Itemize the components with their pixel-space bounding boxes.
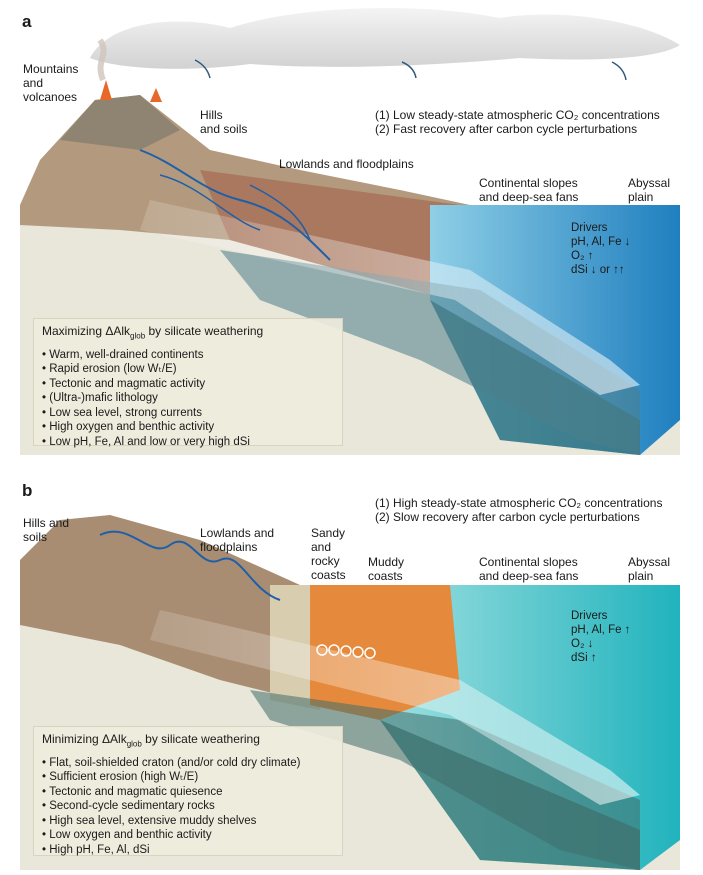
list-item: Second-cycle sedimentary rocks: [42, 799, 334, 814]
label-hills-b: Hills and soils: [23, 516, 70, 544]
list-item: Sufficient erosion (high Wₜ/E): [42, 770, 334, 785]
cloud-shape: [90, 7, 680, 69]
info-box-a-list: Warm, well-drained continents Rapid eros…: [42, 348, 334, 450]
info-box-a: Maximizing ΔAlkglob by silicate weatheri…: [33, 318, 343, 448]
list-item: Low oxygen and benthic activity: [42, 828, 334, 843]
info-box-a-title: Maximizing ΔAlkglob by silicate weatheri…: [42, 324, 264, 341]
label-sandy: Sandy and rocky coasts: [311, 526, 346, 582]
label-abyssal-a: Abyssal plain: [628, 176, 671, 204]
drivers-a: Drivers pH, Al, Fe ↓ O₂ ↑ dSi ↓ or ↑↑: [571, 222, 631, 276]
panel-b-letter: b: [22, 481, 33, 500]
flow-arrow-a: [140, 200, 640, 395]
drivers-b: Drivers pH, Al, Fe ↑ O₂ ↓ dSi ↑: [571, 610, 631, 664]
list-item: Rapid erosion (low Wₜ/E): [42, 362, 334, 377]
list-item: Low sea level, strong currents: [42, 406, 334, 421]
list-item: Low pH, Fe, Al and low or very high dSi: [42, 435, 334, 450]
mixing-loops: [316, 644, 376, 659]
label-lowlands-a: Lowlands and floodplains: [279, 157, 414, 171]
list-item: Flat, soil-shielded craton (and/or cold …: [42, 756, 334, 771]
label-mountains: Mountains and volcanoes: [23, 62, 79, 104]
list-item: Tectonic and magmatic activity: [42, 377, 334, 392]
label-abyssal-b: Abyssal plain: [628, 555, 671, 583]
panel-a-letter: a: [22, 12, 32, 31]
info-box-b-title: Minimizing ΔAlkglob by silicate weatheri…: [42, 732, 260, 749]
list-item: High sea level, extensive muddy shelves: [42, 814, 334, 829]
list-item: Tectonic and magmatic quiesence: [42, 785, 334, 800]
info-box-b: Minimizing ΔAlkglob by silicate weatheri…: [33, 726, 343, 856]
list-item: Warm, well-drained continents: [42, 348, 334, 363]
list-item: (Ultra-)mafic lithology: [42, 391, 334, 406]
list-item: High pH, Fe, Al, dSi: [42, 843, 334, 858]
outcomes-b: (1) High steady-state atmospheric CO₂ co…: [375, 496, 663, 524]
label-lowlands-b: Lowlands and floodplains: [200, 526, 275, 554]
flow-arrow-b: [150, 610, 640, 805]
label-hills-a: Hills and soils: [200, 108, 248, 136]
label-slopes-a: Continental slopes and deep-sea fans: [479, 176, 579, 204]
label-slopes-b: Continental slopes and deep-sea fans: [479, 555, 579, 583]
list-item: High oxygen and benthic activity: [42, 420, 334, 435]
info-box-b-list: Flat, soil-shielded craton (and/or cold …: [42, 756, 334, 858]
label-muddy: Muddy coasts: [368, 555, 405, 583]
outcomes-a: (1) Low steady-state atmospheric CO₂ con…: [375, 108, 660, 136]
